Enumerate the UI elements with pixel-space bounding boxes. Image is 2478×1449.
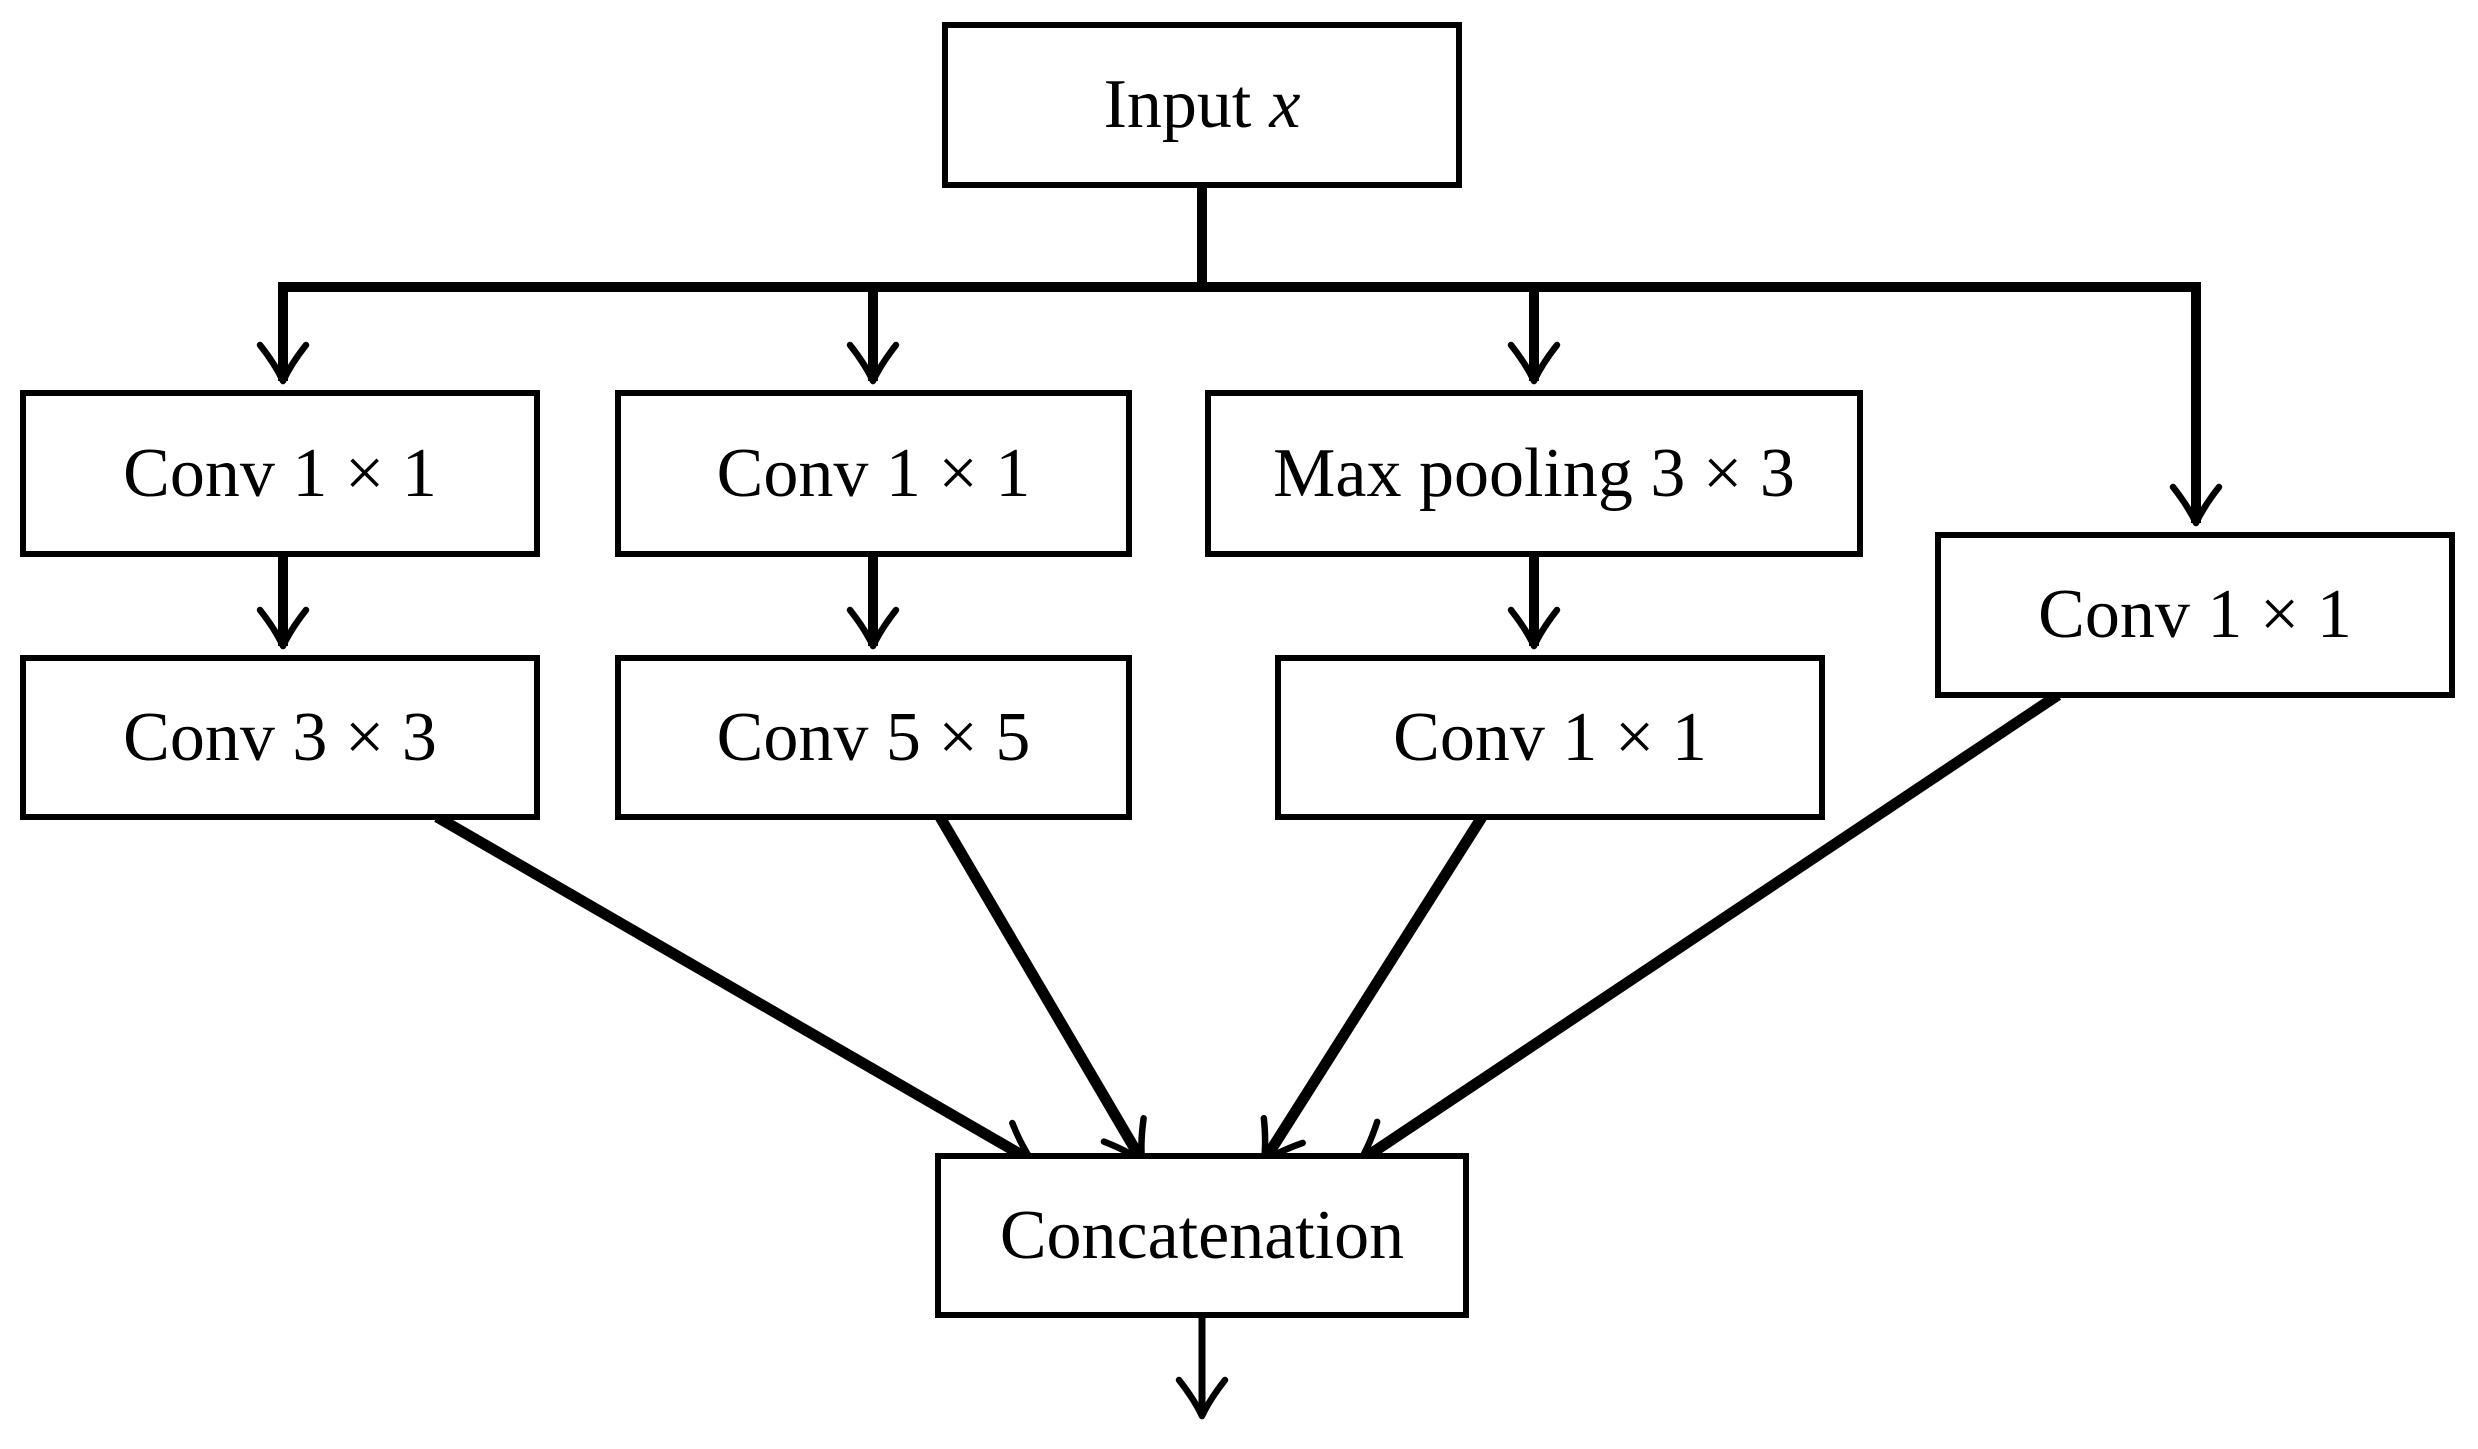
node-branch3-maxpooling3x3-label: Max pooling 3 × 3	[1273, 434, 1795, 512]
node-branch2-conv1x1-label: Conv 1 × 1	[716, 434, 1031, 512]
node-concatenation-label: Concatenation	[999, 1196, 1405, 1274]
node-input-label: Input	[1103, 66, 1252, 143]
node-input: Input x	[942, 22, 1462, 188]
node-branch1-conv3x3-label: Conv 3 × 3	[123, 698, 437, 776]
node-branch4-conv1x1: Conv 1 × 1	[1935, 532, 2455, 698]
node-branch3-conv1x1: Conv 1 × 1	[1275, 655, 1825, 820]
node-branch2-conv1x1: Conv 1 × 1	[615, 390, 1132, 557]
node-input-variable: x	[1269, 66, 1301, 143]
edge-conv5-concat	[935, 814, 1147, 1165]
node-branch3-conv1x1-label: Conv 1 × 1	[1393, 698, 1707, 776]
node-branch1-conv1x1-label: Conv 1 × 1	[123, 434, 437, 512]
node-branch1-conv3x3: Conv 3 × 3	[20, 655, 540, 820]
edge-branch3conv1-concat	[1259, 814, 1487, 1165]
edge-conv3-concat	[434, 812, 1036, 1167]
edge-input-branch-bar	[278, 185, 2201, 292]
edge-branch4conv1-concat	[1356, 690, 2062, 1166]
node-branch4-conv1x1-label: Conv 1 × 1	[2038, 576, 2352, 653]
node-concatenation: Concatenation	[935, 1153, 1469, 1318]
node-branch3-maxpooling3x3: Max pooling 3 × 3	[1205, 390, 1863, 557]
node-branch1-conv1x1: Conv 1 × 1	[20, 390, 540, 557]
node-branch2-conv5x5: Conv 5 × 5	[615, 655, 1132, 820]
node-branch2-conv5x5-label: Conv 5 × 5	[716, 698, 1031, 776]
